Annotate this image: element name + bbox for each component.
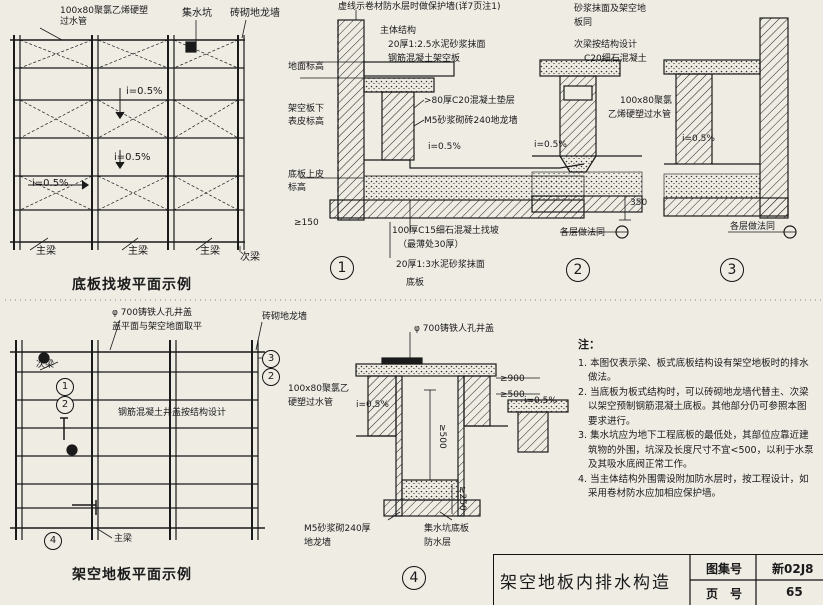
detail1-dim150: ≥150 bbox=[294, 218, 319, 228]
detail4-pipe-b: 硬塑过水管 bbox=[288, 398, 334, 408]
detail4-drawing bbox=[355, 332, 569, 521]
detail2-number: 2 bbox=[566, 258, 590, 282]
detail4-number: 4 bbox=[402, 566, 426, 590]
plan1-slope1-label: i=0.5% bbox=[126, 86, 163, 97]
detail4-m5-b: 地龙墙 bbox=[304, 538, 332, 548]
notes-block: 注： 1. 本图仅表示梁、板式底板结构设有架空地板时的排水做法。 2. 当底板为… bbox=[578, 338, 814, 502]
plan1-secbeam-label: 次梁 bbox=[240, 252, 260, 263]
detail1-floorlevel: 地面标高 bbox=[288, 62, 325, 72]
plan2-drawing bbox=[10, 319, 265, 540]
page-value: 65 bbox=[786, 585, 803, 599]
detail1-slabsurface-b: 表皮标高 bbox=[288, 117, 325, 127]
note-item: 3. 集水坑应为地下工程底板的最低处，其部位应靠近建筑物的外围，坑深及长度尺寸不… bbox=[578, 430, 814, 470]
drawing-title: 架空地板内排水构造 bbox=[500, 573, 671, 593]
plan1-pipe-label: 100x80聚氯乙烯硬塑过水管 bbox=[60, 6, 148, 27]
detail1-number: 1 bbox=[330, 256, 354, 280]
detail1-c15-b: （最薄处30厚） bbox=[398, 240, 464, 250]
plan2-ref-circle-2: 2 bbox=[262, 368, 280, 386]
detail4-wp: 防水层 bbox=[424, 538, 452, 548]
plan1-brickwall-label: 砖砌地龙墙 bbox=[230, 8, 280, 19]
atlas-value: 新02J8 bbox=[772, 562, 814, 576]
detail4-slope2: i=0.5% bbox=[524, 396, 557, 406]
detail2-pipe-a: 100x80聚氯 bbox=[620, 96, 672, 106]
plan1-slope2-label: i=0.5% bbox=[114, 152, 151, 163]
detail4-dim250: ≥250 bbox=[457, 486, 467, 511]
plan2-ref-circle-3: 3 bbox=[262, 350, 280, 368]
plan1-caption: 底板找坡平面示例 bbox=[72, 277, 192, 293]
detail4-dim900: ≥900 bbox=[500, 374, 525, 384]
detail3-slope: i=0.5% bbox=[682, 134, 715, 144]
plan1-sump-label: 集水坑 bbox=[182, 8, 212, 19]
detail3-number: 3 bbox=[720, 258, 744, 282]
detail1-mortar13: 20厚1:3水泥砂浆抹面 bbox=[396, 260, 485, 270]
detail2-drawing bbox=[531, 59, 643, 239]
detail1-m5wall: M5砂浆砌砖240地龙墙 bbox=[424, 116, 518, 126]
plan2-brickwall: 砖砌地龙墙 bbox=[262, 312, 308, 322]
plan2-caption: 架空地板平面示例 bbox=[72, 567, 192, 583]
detail2-pipe-b: 乙烯硬塑过水管 bbox=[608, 110, 672, 120]
title-block-grid bbox=[689, 555, 823, 605]
plan2-mainbeam: 主梁 bbox=[114, 534, 133, 544]
notes-title: 注： bbox=[578, 338, 600, 351]
detail1-mortar20: 20厚1:2.5水泥砂浆抹面 bbox=[388, 40, 486, 50]
plan1-mainbeam-label-3: 主梁 bbox=[200, 246, 220, 257]
plan2-ref-circle-2b: 2 bbox=[56, 396, 74, 414]
detail1-mainwall: 主体结构 bbox=[380, 26, 417, 36]
plan1-mainbeam-label-1: 主梁 bbox=[36, 246, 56, 257]
detail1-baselevel-a: 底板上皮 bbox=[288, 170, 325, 180]
detail1-slope: i=0.5% bbox=[428, 142, 461, 152]
detail3-levels: 各层做法同 bbox=[730, 222, 776, 232]
detail2-secbeam: 次梁按结构设计 bbox=[574, 40, 638, 50]
note-item: 2. 当底板为板式结构时，可以砖砌地龙墙代替主、次梁以架空预制钢筋混凝土底板。其… bbox=[578, 386, 809, 427]
note-item: 4. 当主体结构外围需设附加防水层时，按工程设计，如采用卷材防水应加相应保护墙。 bbox=[578, 473, 809, 500]
plan1-mainbeam-label-2: 主梁 bbox=[128, 246, 148, 257]
detail4-dim500: ≥500 bbox=[500, 390, 525, 400]
detail1-rcslab: 钢筋混凝土架空板 bbox=[388, 54, 461, 64]
detail2-slope: i=0.5% bbox=[534, 140, 567, 150]
plan1-drawing bbox=[10, 19, 247, 252]
detail4-sumpslab: 集水坑底板 bbox=[424, 524, 470, 534]
detail1-baselevel-b: 标高 bbox=[288, 183, 307, 193]
detail1-slabsurface-a: 架空板下 bbox=[288, 104, 325, 114]
atlas-label: 图集号 bbox=[706, 562, 743, 576]
page-label: 页 号 bbox=[706, 587, 743, 601]
plan2-manhole-b: 盖平面与架空地面取平 bbox=[112, 322, 203, 332]
plan1-slope3-label: i=0.5% bbox=[32, 178, 69, 189]
plan2-manhole-a: φ 700铸铁人孔井盖 bbox=[112, 308, 192, 318]
detail4-slope1: i=0.5% bbox=[356, 400, 389, 410]
plan2-ref-circle-1: 1 bbox=[56, 378, 74, 396]
detail1-c15-a: 100厚C15细石混凝土找坡 bbox=[392, 226, 499, 236]
detail4-pipe-a: 100x80聚氯乙 bbox=[288, 384, 349, 394]
note-item: 1. 本图仅表示梁、板式底板结构设有架空地板时的排水做法。 bbox=[578, 357, 809, 384]
detail2-levels: 各层做法同 bbox=[560, 228, 606, 238]
detail1-baseslab: 底板 bbox=[406, 278, 425, 288]
detail4-dim500v: ≥500 bbox=[437, 424, 447, 449]
detail2-mortarface: 砂浆抹面及架空地 bbox=[574, 4, 647, 14]
detail3-drawing bbox=[663, 17, 797, 239]
detail1-c20: >80厚C20混凝土垫层 bbox=[424, 96, 515, 106]
detail1-topnote: 虚线示卷材防水层时做保护墙(详7页注1) bbox=[338, 2, 501, 12]
detail2-plateedge: 板同 bbox=[574, 18, 593, 28]
detail4-manhole: φ 700铸铁人孔井盖 bbox=[414, 324, 494, 334]
plan2-section-4: 4 bbox=[44, 532, 62, 550]
title-block bbox=[493, 554, 823, 605]
detail2-dim350: 350 bbox=[630, 198, 648, 208]
detail2-c20fine: C20细石混凝土 bbox=[584, 54, 647, 64]
detail4-m5-a: M5砂浆砌240厚 bbox=[304, 524, 371, 534]
plan2-secbeam: 次梁 bbox=[36, 360, 55, 370]
plan2-ref: 钢筋混凝土井盖按结构设计 bbox=[118, 408, 227, 418]
